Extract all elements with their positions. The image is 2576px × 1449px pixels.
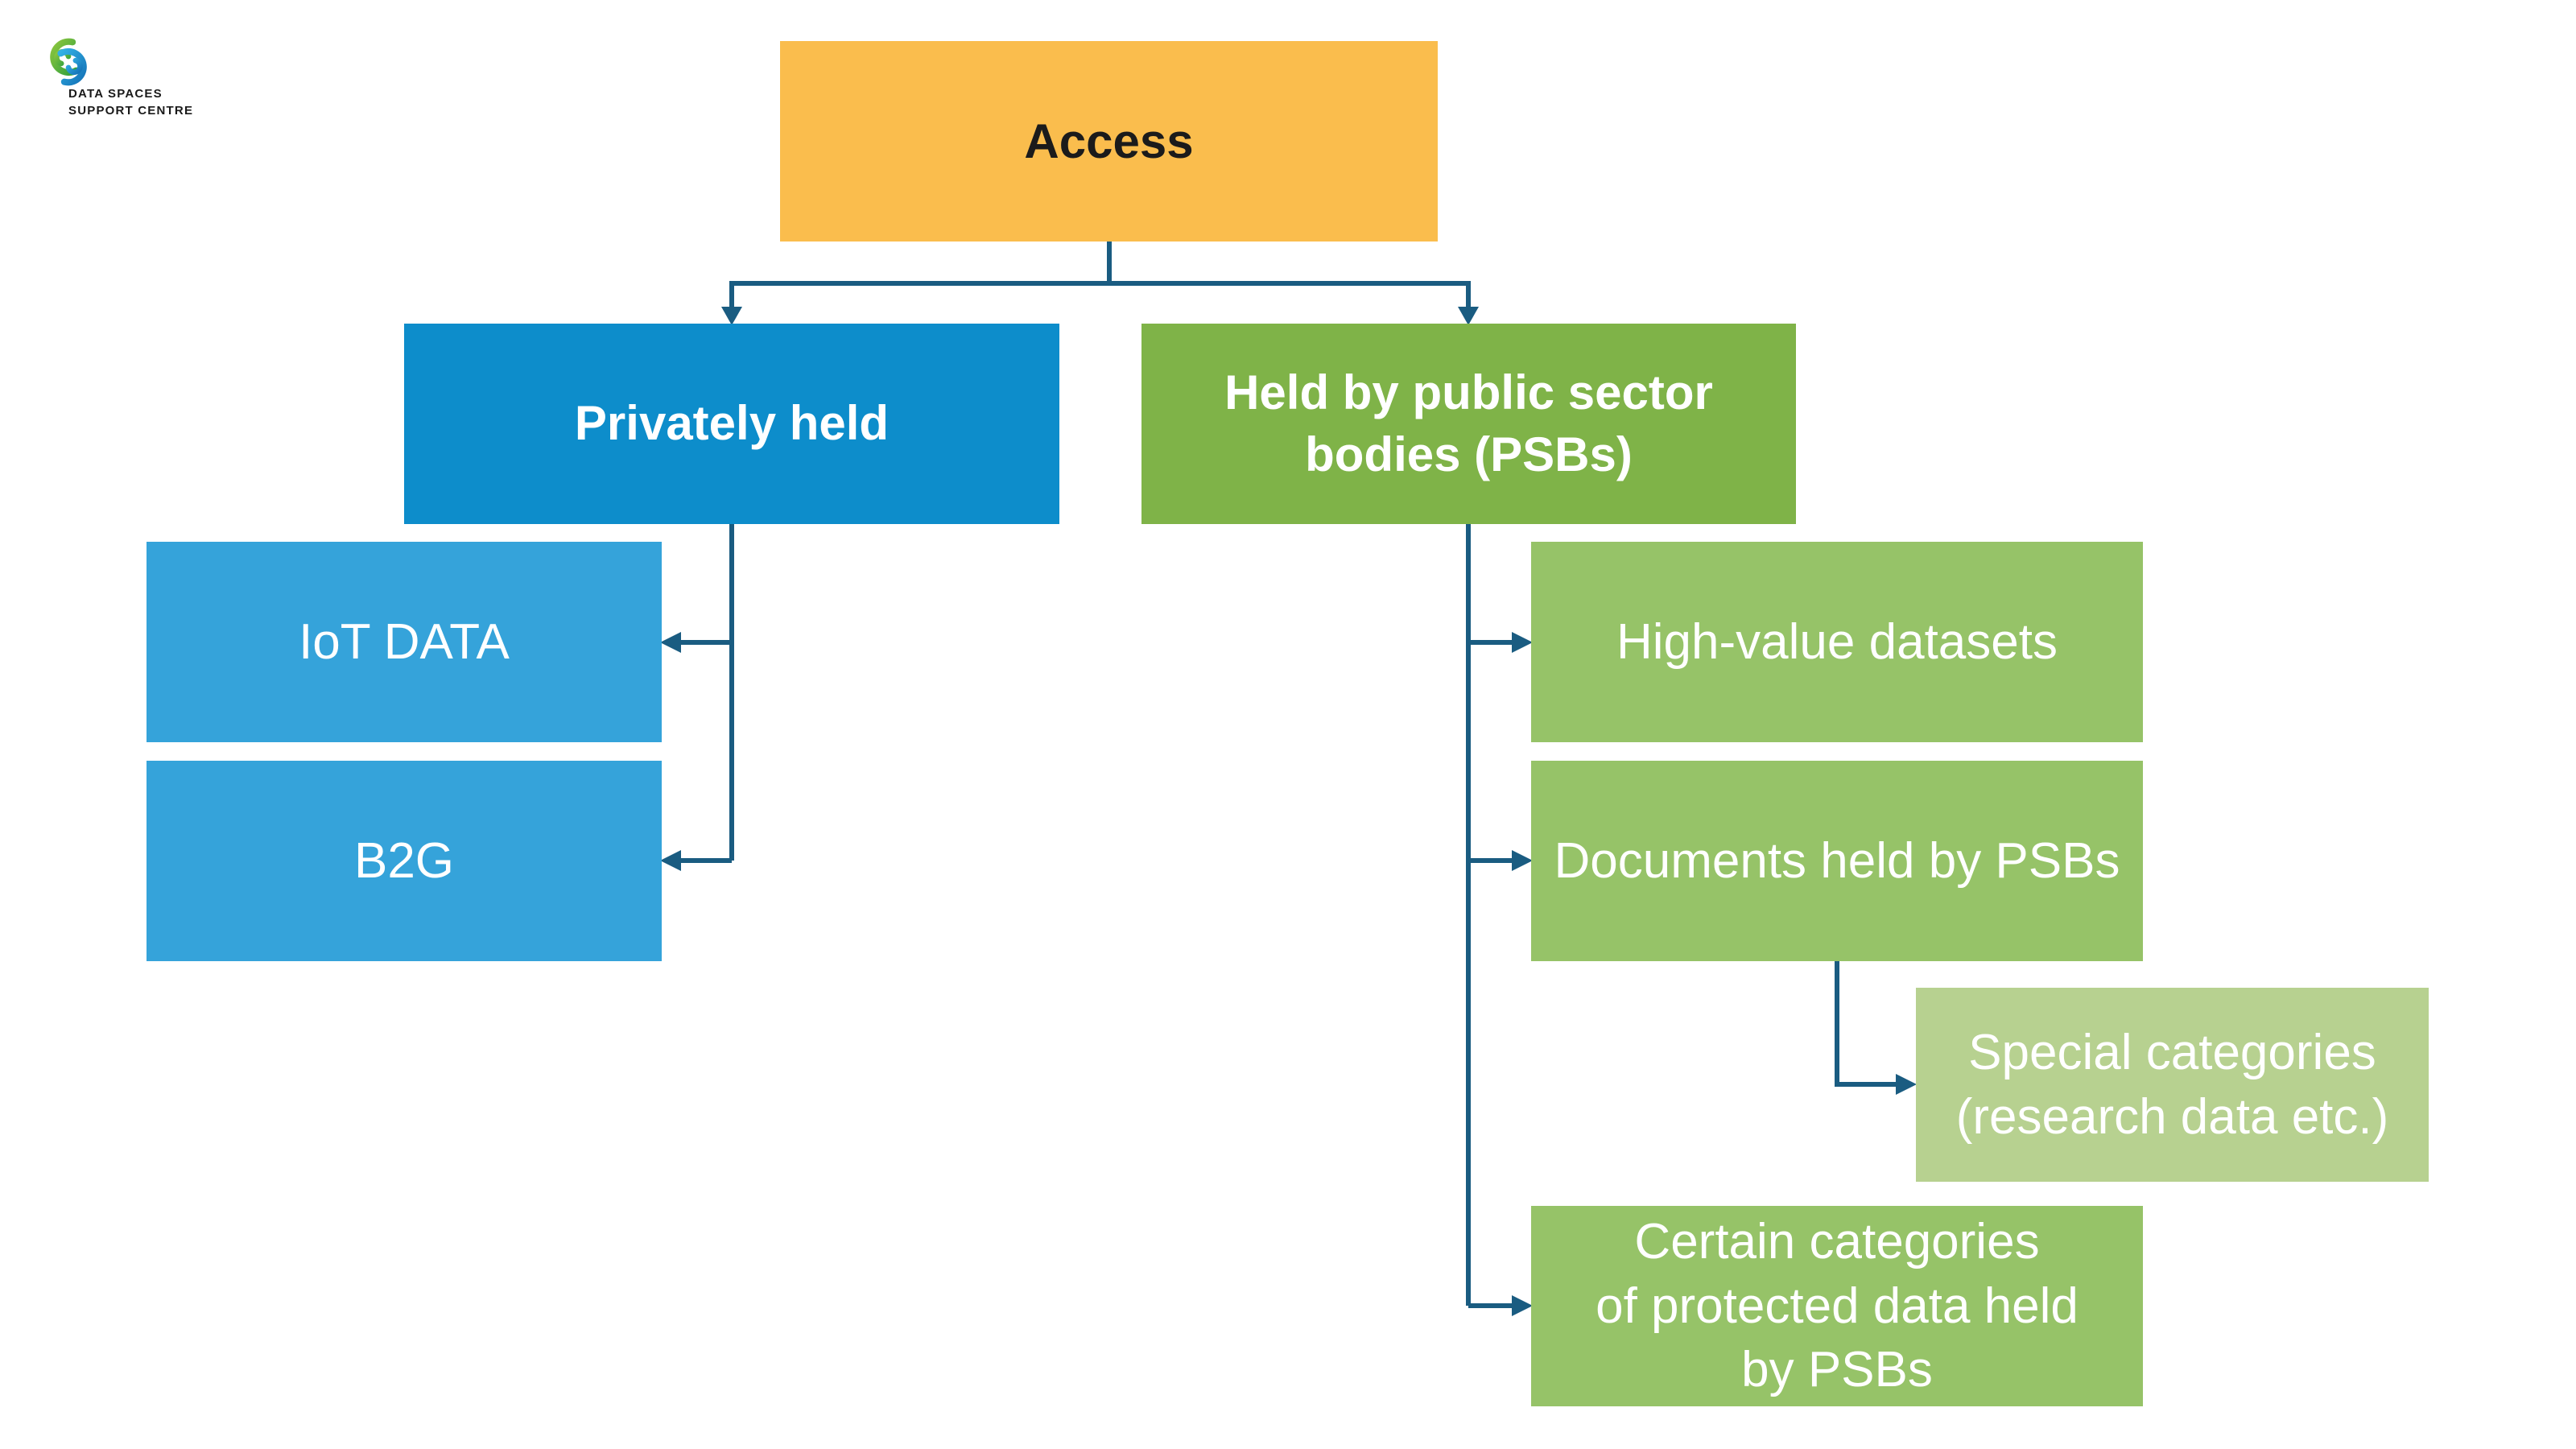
logo-text-line1: DATA SPACES <box>68 87 163 101</box>
node-certain-categories: Certain categories of protected data hel… <box>1531 1206 2143 1406</box>
node-access: Access <box>780 41 1438 242</box>
dssc-swirl-logo-icon <box>50 38 87 86</box>
node-held-by-psbs: Held by public sector bodies (PSBs) <box>1141 324 1796 524</box>
node-high-value-datasets: High-value datasets <box>1531 542 2143 742</box>
logo-text-line2: SUPPORT CENTRE <box>68 104 194 118</box>
node-privately-held: Privately held <box>404 324 1059 524</box>
node-iot-data: IoT DATA <box>147 542 662 742</box>
node-b2g: B2G <box>147 761 662 961</box>
logo-wordmark: DATA SPACES SUPPORT CENTRE <box>68 85 193 119</box>
node-documents-held-by-psbs: Documents held by PSBs <box>1531 761 2143 961</box>
node-special-categories: Special categories (research data etc.) <box>1916 988 2429 1182</box>
logo: DATA SPACES SUPPORT CENTRE <box>0 0 338 145</box>
